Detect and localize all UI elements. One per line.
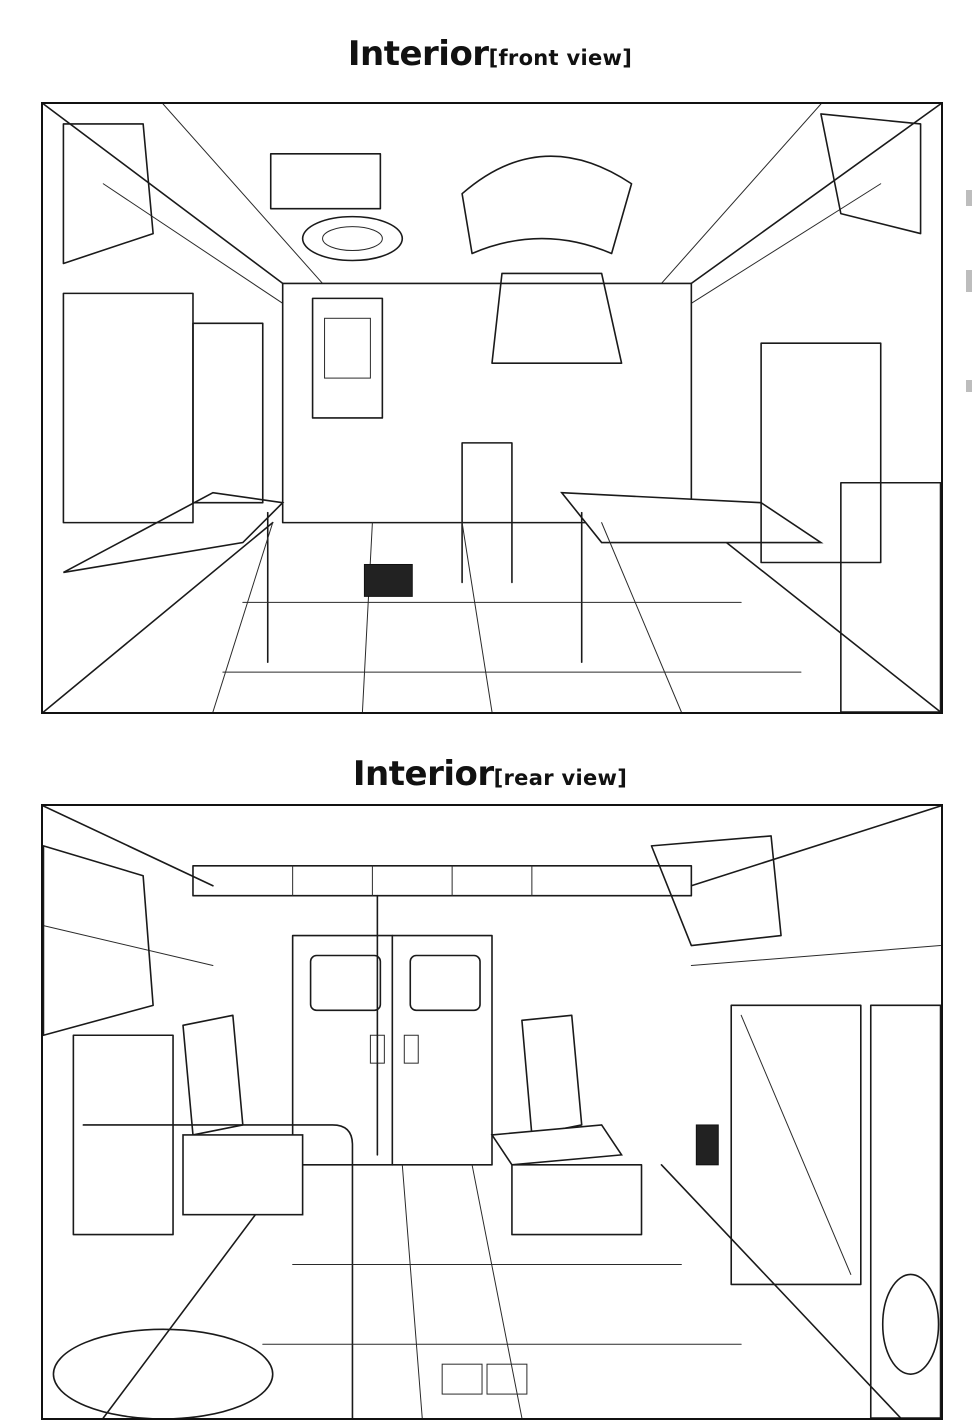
front-driver-seat	[311, 297, 384, 419]
rear-view-title-main: Interior	[352, 754, 494, 794]
rear-right-cabinet	[730, 1004, 862, 1286]
front-right-window	[820, 113, 922, 235]
scan-edge-mark	[966, 190, 972, 206]
front-perspective-lines	[43, 104, 941, 712]
front-hand-rail	[461, 442, 513, 584]
front-view-title-main: Interior	[347, 34, 489, 74]
front-commander-seat	[491, 272, 623, 364]
rear-view-title: Interior[rear view]	[0, 754, 980, 794]
rear-ceiling-frame	[192, 865, 693, 897]
scan-edge-mark	[966, 270, 972, 292]
scan-edge-mark	[966, 380, 972, 392]
front-view-illustration	[41, 102, 943, 714]
front-floor-hatch	[363, 563, 413, 597]
front-left-bench	[63, 491, 285, 574]
front-view-drawing	[43, 104, 941, 712]
front-left-window	[62, 123, 154, 265]
rear-view-illustration	[41, 804, 943, 1420]
front-view-title-sub: [front view]	[488, 46, 633, 70]
front-hatch-panel	[269, 153, 382, 210]
front-right-bench	[560, 491, 824, 544]
rear-view-title-sub: [rear view]	[493, 766, 628, 790]
rear-left-window	[43, 845, 154, 1037]
rear-left-storage-box	[182, 1134, 304, 1216]
front-bulkhead	[281, 282, 693, 524]
rear-control-keypad	[695, 1124, 719, 1166]
rear-right-seat-cushion	[490, 1124, 623, 1166]
rear-view-drawing	[43, 806, 941, 1418]
front-ceiling-fan	[301, 215, 404, 262]
rear-right-window	[650, 835, 782, 947]
rear-door-left-window	[309, 954, 382, 1012]
rear-left-seat-back	[182, 1014, 244, 1136]
rear-floor-panels	[262, 1164, 742, 1418]
rear-floor-hatch-left	[52, 1328, 274, 1418]
rear-door-right-window	[409, 954, 481, 1012]
front-view-title: Interior[front view]	[0, 34, 980, 74]
front-floor-panels	[212, 522, 802, 712]
rear-right-wheel-hatch	[881, 1273, 940, 1375]
rear-right-seat-back	[521, 1014, 583, 1136]
front-commander-ring	[461, 155, 633, 255]
rear-left-rail	[82, 1124, 354, 1418]
